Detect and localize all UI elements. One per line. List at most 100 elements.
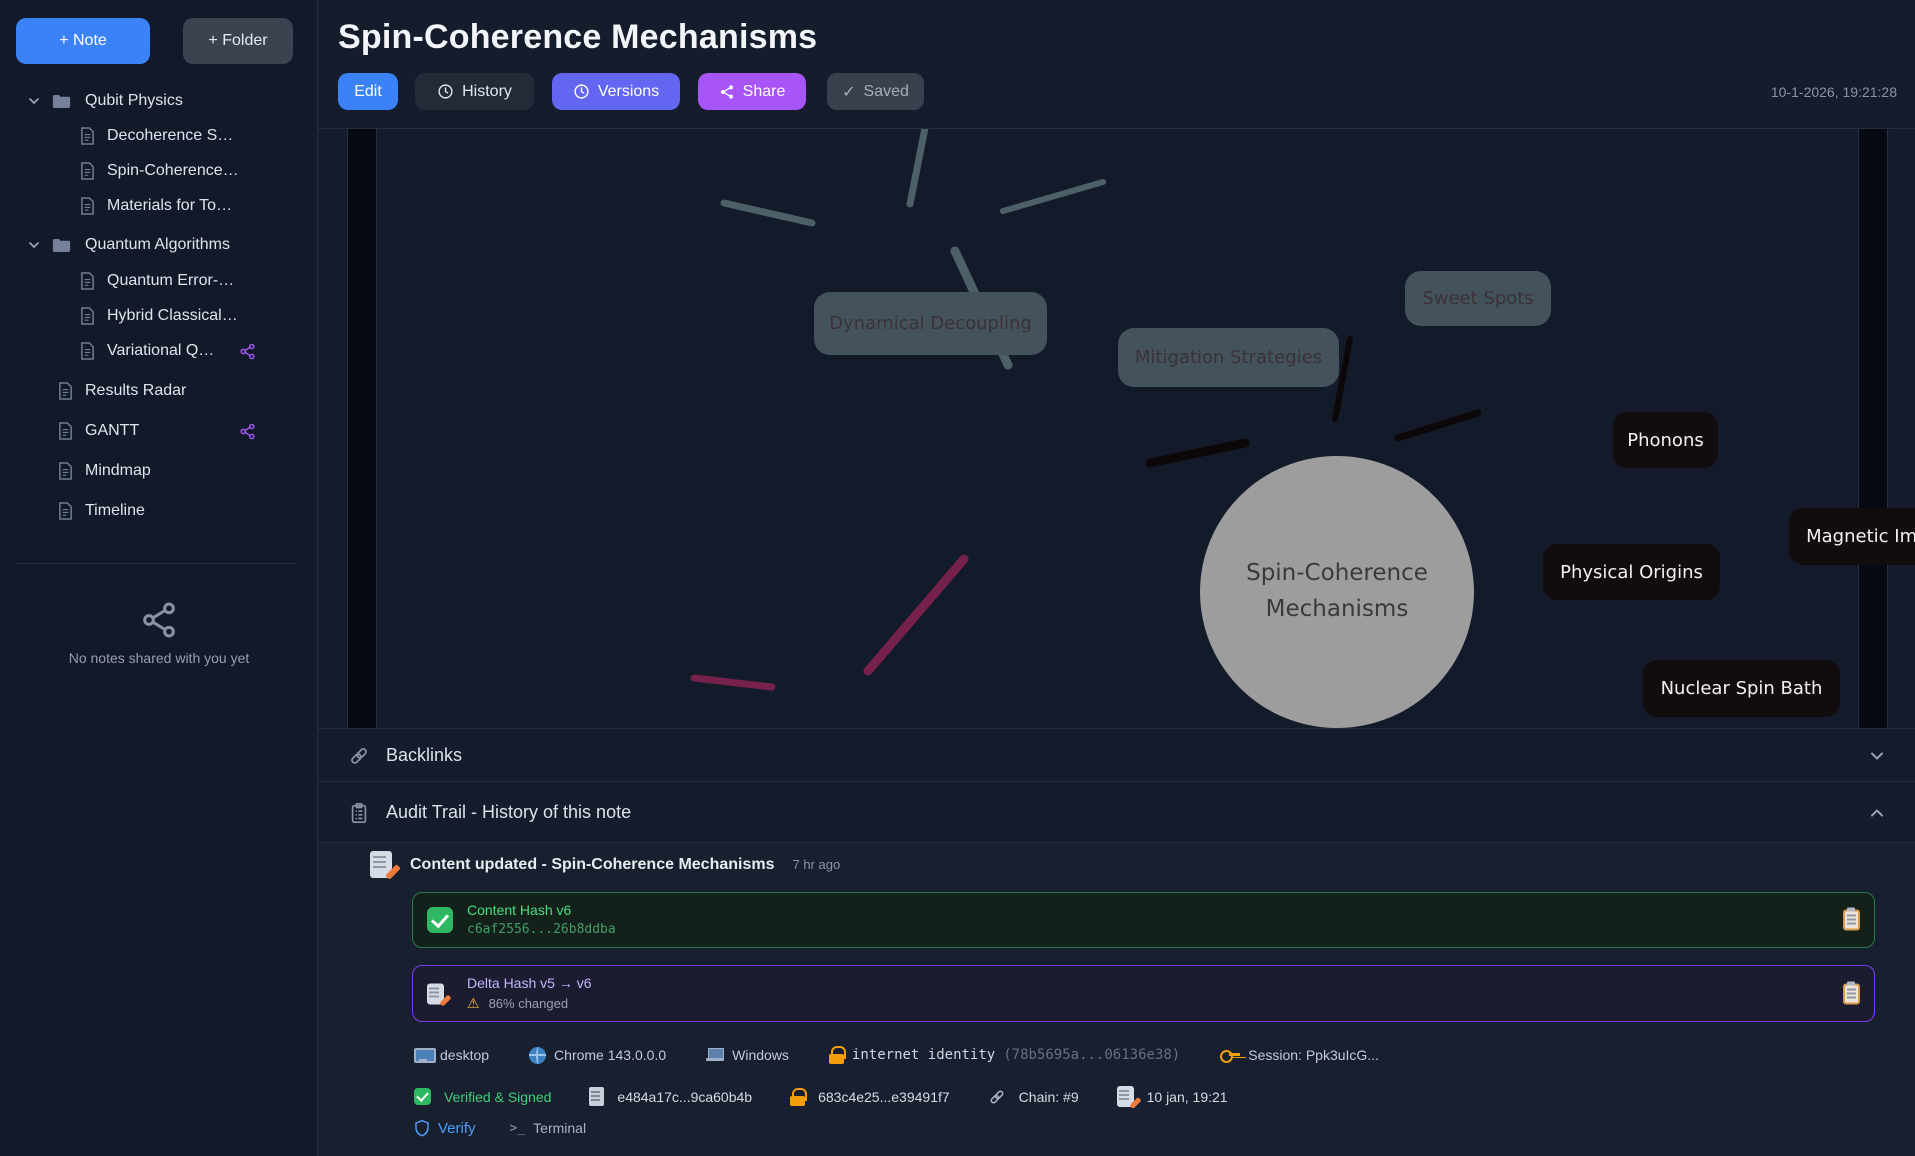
history-button[interactable]: History [415, 73, 534, 110]
share-button-label: Share [742, 82, 786, 100]
os-label: Windows [732, 1047, 789, 1063]
mindmap-node-physical-origins[interactable]: Physical Origins [1543, 544, 1720, 600]
sidebar-item-label: Variational Q… [107, 342, 215, 359]
delta-hash-box: Delta Hash v5 → v6 ⚠ 86% changed [412, 965, 1875, 1022]
key-icon [1220, 1049, 1241, 1063]
audit-trail-section-header[interactable]: Audit Trail - History of this note [318, 783, 1915, 843]
sidebar-item-label: Hybrid Classical… [107, 307, 238, 324]
device-label: desktop [440, 1047, 490, 1063]
node-label: Sweet Spots [1422, 288, 1534, 309]
document-icon [81, 162, 94, 180]
document-icon [59, 502, 72, 520]
sidebar-item-spin-coherence[interactable]: Spin-Coherence… [0, 154, 318, 188]
document-edit-icon [1116, 1086, 1134, 1107]
sidebar-folder-qubit-physics[interactable]: Qubit Physics [0, 84, 318, 118]
mindmap-node-magnetic-impurities[interactable]: Magnetic Impurities [1789, 508, 1915, 565]
mindmap-node-nuclear-spin-bath[interactable]: Nuclear Spin Bath [1643, 660, 1840, 717]
clipboard-icon [351, 802, 367, 823]
saved-status-label: Saved [863, 82, 909, 100]
audit-action-row: Verify >_ Terminal [414, 1119, 586, 1137]
sidebar-item-hybrid-classical[interactable]: Hybrid Classical… [0, 299, 318, 333]
history-button-label: History [462, 82, 512, 100]
audit-entry-title: Content updated - Spin-Coherence Mechani… [410, 855, 775, 873]
delta-hash-label: Delta Hash v5 → v6 [467, 975, 592, 991]
sidebar-folder-quantum-algorithms[interactable]: Quantum Algorithms [0, 228, 318, 262]
copy-clipboard-icon[interactable] [1843, 907, 1860, 931]
globe-icon [529, 1046, 547, 1064]
versions-button[interactable]: Versions [552, 73, 680, 110]
sidebar-item-label: Mindmap [85, 462, 151, 479]
new-folder-button[interactable]: + Folder [183, 18, 293, 64]
session-meta: Session: Ppk3uIcG... [1220, 1047, 1379, 1063]
mindmap-node-mitigation-strategies[interactable]: Mitigation Strategies [1118, 328, 1339, 387]
document-icon [59, 422, 72, 440]
content-hash-box: Content Hash v6 c6af2556...26b8ddba [412, 892, 1875, 948]
document-icon [81, 307, 94, 325]
device-meta: desktop [414, 1047, 489, 1063]
mindmap-node-sweet-spots[interactable]: Sweet Spots [1405, 271, 1551, 326]
content-hash-value: c6af2556...26b8ddba [467, 922, 616, 937]
sidebar-item-results-radar[interactable]: Results Radar [0, 374, 318, 408]
note-timestamp: 10-1-2026, 19:21:28 [1770, 84, 1897, 100]
shared-icon [240, 343, 255, 360]
shield-icon [415, 1119, 429, 1137]
chain-link-icon [990, 1090, 1004, 1103]
terminal-button-label: Terminal [533, 1120, 587, 1136]
new-note-button[interactable]: + Note [16, 18, 150, 64]
shared-empty-message: No notes shared with you yet [68, 650, 250, 666]
backlinks-title: Backlinks [386, 745, 463, 765]
sidebar-item-mindmap[interactable]: Mindmap [0, 454, 318, 488]
checkbox-checked-icon [427, 907, 453, 933]
lock-icon [828, 1046, 846, 1064]
verify-button[interactable]: Verify [414, 1119, 476, 1137]
chevron-up-icon[interactable] [1867, 803, 1887, 823]
folder-icon [52, 94, 71, 108]
laptop-icon [706, 1048, 725, 1062]
browser-meta: Chrome 143.0.0.0 [529, 1046, 667, 1064]
browser-label: Chrome 143.0.0.0 [554, 1047, 667, 1063]
audit-trail-title: Audit Trail - History of this note [386, 802, 632, 822]
chevron-down-icon[interactable] [26, 93, 42, 109]
sidebar-item-label: Timeline [85, 502, 145, 519]
sidebar-item-label: Decoherence S… [107, 127, 234, 144]
shared-icon [240, 423, 255, 440]
canvas-right-scrollbar[interactable] [1858, 129, 1888, 728]
document-hash: e484a17c...9ca60b4b [617, 1088, 753, 1105]
audit-verification-row: Verified & Signed e484a17c...9ca60b4b 68… [414, 1086, 1228, 1107]
share-icon [143, 602, 175, 638]
mindmap-canvas[interactable]: Sweet Spots Dynamical Decoupling Mitigat… [318, 128, 1915, 729]
document-icon [81, 197, 94, 215]
mindmap-node-dynamical-decoupling[interactable]: Dynamical Decoupling [814, 292, 1047, 355]
page-title: Spin-Coherence Mechanisms [338, 18, 818, 56]
node-label: Nuclear Spin Bath [1660, 678, 1823, 699]
audit-entry-header[interactable]: Content updated - Spin-Coherence Mechani… [370, 851, 840, 878]
mindmap-node-central[interactable]: Spin-Coherence Mechanisms [1200, 456, 1474, 728]
sidebar-item-label: Materials for To… [107, 197, 233, 214]
canvas-left-scrollbar[interactable] [347, 129, 377, 728]
share-button[interactable]: Share [698, 73, 806, 110]
node-label: Physical Origins [1560, 561, 1703, 583]
node-label: Spin-Coherence Mechanisms [1246, 560, 1428, 622]
sidebar-item-variational[interactable]: Variational Q… [0, 334, 318, 368]
edit-button[interactable]: Edit [338, 73, 398, 110]
check-icon: ✓ [842, 83, 856, 101]
sidebar-item-quantum-error[interactable]: Quantum Error-… [0, 264, 318, 298]
sidebar-item-label: Quantum Error-… [107, 272, 235, 289]
sidebar-item-timeline[interactable]: Timeline [0, 494, 318, 528]
chevron-down-icon[interactable] [1867, 746, 1887, 766]
terminal-button[interactable]: >_ Terminal [510, 1120, 587, 1136]
sidebar-item-decoherence[interactable]: Decoherence S… [0, 119, 318, 153]
terminal-icon: >_ [509, 1120, 526, 1136]
sidebar-item-gantt[interactable]: GANTT [0, 414, 318, 448]
audit-meta-row: desktop Chrome 143.0.0.0 Windows interne… [414, 1046, 1379, 1064]
backlinks-section-header[interactable]: Backlinks [318, 730, 1915, 782]
audit-entry-time-ago: 7 hr ago [792, 857, 841, 872]
sidebar-item-materials[interactable]: Materials for To… [0, 189, 318, 223]
delta-changed-percent: 86% changed [488, 996, 569, 1011]
mindmap-node-phonons[interactable]: Phonons [1613, 412, 1718, 468]
share-icon [720, 84, 733, 99]
identity-meta: internet identity(78b5695a...06136e38) [828, 1046, 1180, 1064]
copy-clipboard-icon[interactable] [1843, 981, 1860, 1004]
chevron-down-icon[interactable] [26, 237, 42, 253]
document-edit-icon [370, 851, 392, 878]
